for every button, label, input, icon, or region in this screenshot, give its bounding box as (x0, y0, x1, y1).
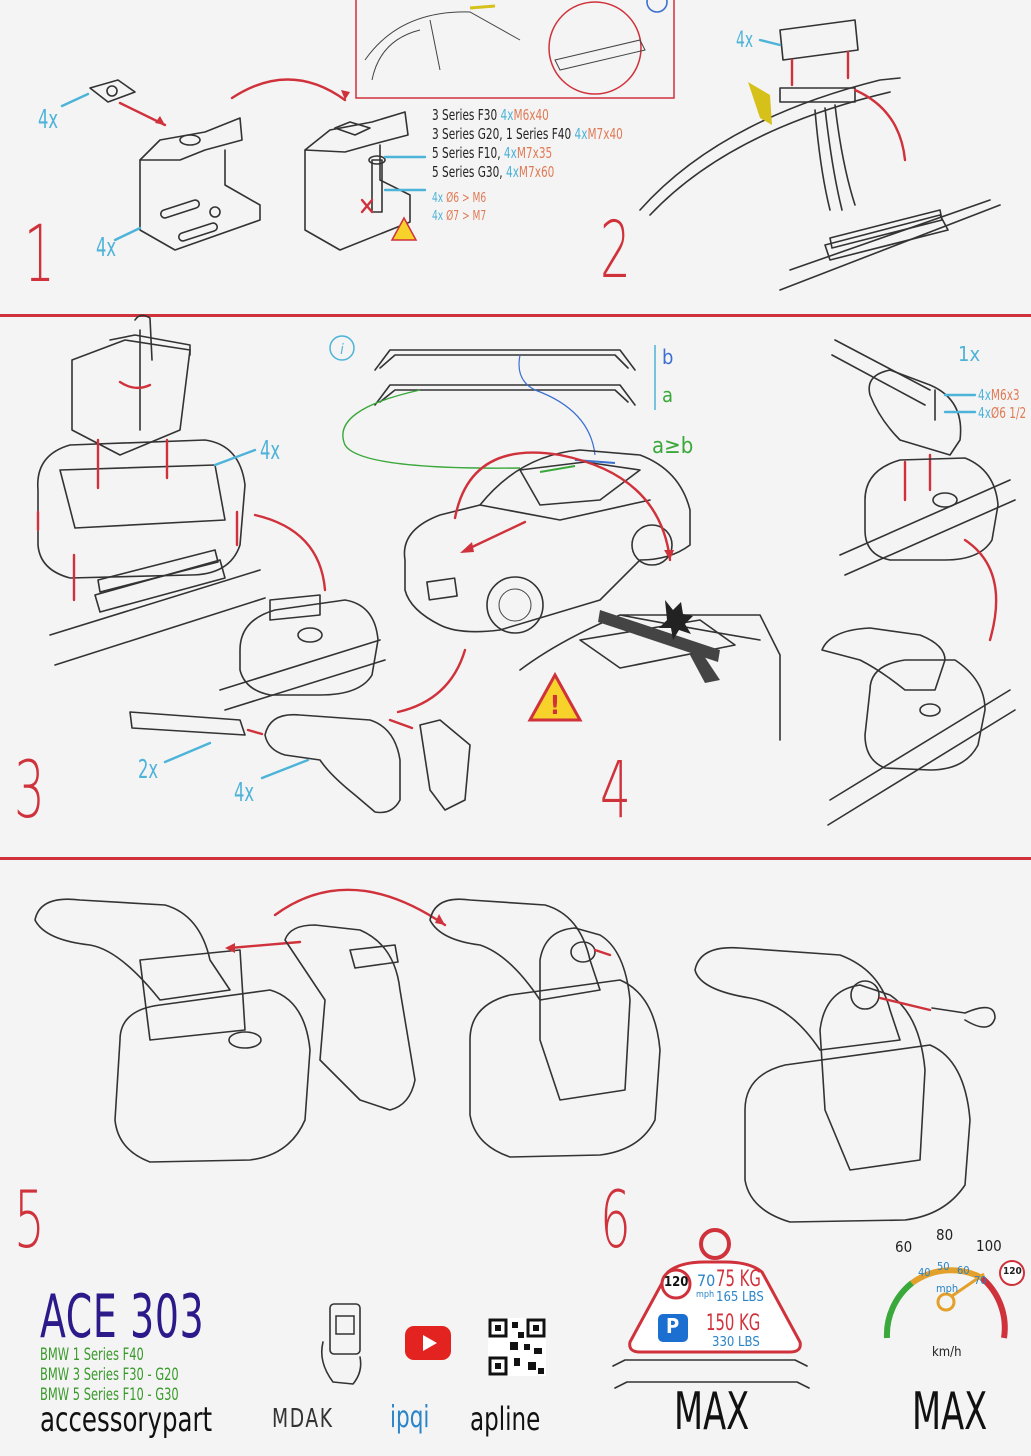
step1-drawing (60, 78, 427, 251)
brand-logo: accessorypart (40, 1400, 213, 1440)
bolt-spec-2: 3 Series G20, 1 Series F40 4xM7x40 (432, 125, 623, 143)
load-weight-tag (628, 1228, 802, 1354)
step5-6-drawing (34, 888, 996, 1223)
dynamic-load-lbs: 165 LBS (716, 1290, 764, 1305)
model-line-2: BMW 3 Series F30 - G20 (40, 1365, 179, 1385)
bolt-spec-4: 5 Series G30, 4xM7x60 (432, 163, 555, 181)
speedo-inner-70: 70 (974, 1274, 987, 1287)
parking-badge: P (666, 1314, 680, 1338)
speedo-kmh-unit: km/h (932, 1345, 962, 1360)
step-number-2: 2 (600, 206, 631, 296)
step-number-3: 3 (14, 746, 45, 836)
product-title: ACE 303 (40, 1282, 205, 1352)
speedo-inner-60: 60 (957, 1264, 970, 1277)
step4-right-drawing (821, 339, 1016, 826)
speedo-inner-50: 50 (937, 1260, 950, 1273)
roof-bars-icon (612, 1359, 810, 1389)
step3-drawing (36, 314, 471, 814)
clip-count: 4x (38, 105, 59, 135)
bolt-spec-3: 5 Series F10, 4xM7x35 (432, 144, 553, 162)
car-and-bars-drawing: i ! (329, 335, 781, 741)
speedo-label-100: 100 (976, 1237, 1002, 1255)
mdak-logo: MDAK (272, 1404, 334, 1434)
speed-limit-value: 120 (664, 1275, 689, 1290)
step3-cap-count: 2x (138, 755, 159, 785)
speed-mph-unit: mph (696, 1290, 715, 1300)
step3-bracket-count: 4x (260, 436, 281, 466)
step-number-4: 4 (600, 746, 631, 836)
apline-logo: apline (470, 1400, 541, 1438)
section-divider-1 (0, 314, 1031, 317)
bar-label-b: b (662, 345, 674, 369)
bracket-count: 4x (96, 233, 117, 263)
youtube-icon (405, 1326, 451, 1360)
step-number-1: 1 (24, 210, 55, 300)
washer-spec-right: 4xØ6 1/2 (978, 404, 1027, 422)
step3-cover-count: 4x (234, 778, 255, 808)
speedo-limit: 120 (1003, 1266, 1022, 1277)
svg-text:!: ! (550, 691, 561, 721)
speedo-mph-unit: mph (936, 1282, 959, 1295)
bolt-spec-1: 3 Series F30 4xM6x40 (432, 106, 549, 124)
washer-spec-2: 4x Ø7 > M7 (432, 209, 487, 224)
speed-mph: 70 (697, 1271, 716, 1290)
speedometer-icon (883, 1260, 1025, 1339)
qr-scan-icon (320, 1303, 362, 1385)
spacing-rule: a≥b (652, 434, 694, 459)
step-number-5: 5 (14, 1176, 45, 1266)
key-count: 1x (958, 342, 981, 366)
washer-spec-1: 4x Ø6 > M6 (432, 191, 487, 206)
svg-text:i: i (340, 342, 344, 358)
bolt-spec-right: 4xM6x3 (978, 386, 1020, 404)
model-line-1: BMW 1 Series F40 (40, 1345, 144, 1365)
speed-max-label: MAX (912, 1382, 988, 1442)
bar-label-a: a (662, 383, 674, 407)
speedo-label-60: 60 (895, 1238, 913, 1256)
section-divider-2 (0, 857, 1031, 860)
model-line-3: BMW 5 Series F10 - G30 (40, 1385, 179, 1405)
qr-code-icon (488, 1318, 546, 1376)
ipqi-logo: ipqi (390, 1400, 430, 1435)
speedo-label-80: 80 (936, 1226, 954, 1244)
step2-count: 4x (736, 28, 754, 53)
static-load-lbs: 330 LBS (712, 1335, 760, 1350)
dynamic-load-kg: 75 KG (716, 1267, 761, 1292)
step-number-6: 6 (600, 1176, 631, 1266)
static-load-kg: 150 KG (706, 1311, 761, 1336)
step2-drawing (639, 19, 1001, 291)
load-max-label: MAX (674, 1382, 750, 1442)
speedo-inner-40: 40 (918, 1266, 931, 1279)
